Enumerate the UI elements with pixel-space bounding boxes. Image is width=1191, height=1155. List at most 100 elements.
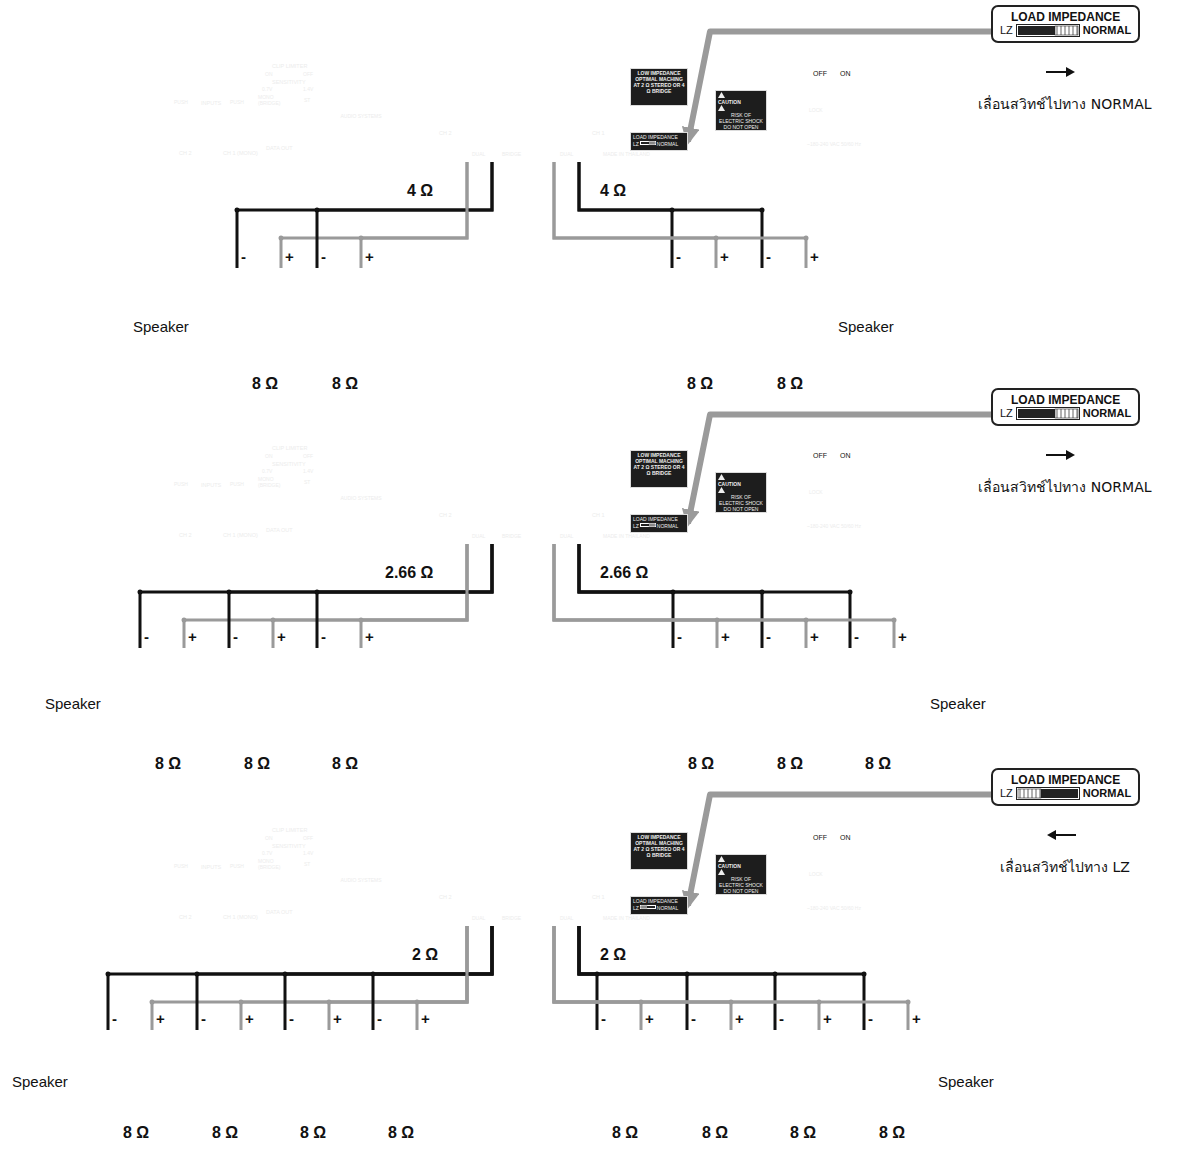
switch-position: NORMAL <box>1083 407 1131 420</box>
terminal-sign: + <box>720 249 729 265</box>
graphic <box>1019 789 1020 798</box>
panel-text: 1.4V <box>303 87 313 93</box>
switch-position: NORMAL <box>1083 24 1131 37</box>
negative-wire <box>285 926 492 1030</box>
negative-wire <box>229 544 492 648</box>
positive-wire <box>554 926 908 1030</box>
caution-text: RISK OF ELECTRIC SHOCK DO NOT OPEN <box>718 494 764 512</box>
terminal-sign: + <box>810 249 819 265</box>
speaker-illustration <box>231 269 300 373</box>
terminal-sign: + <box>421 1011 430 1027</box>
impedance-value: 4 Ω <box>600 182 626 200</box>
speaker-label: Speaker <box>930 695 986 712</box>
note-text: LOW IMPEDANCE OPTIMAL MACHING AT 2 Ω STE… <box>633 70 685 94</box>
switch-row: LZNORMAL <box>1000 407 1131 420</box>
panel-text: CLIP LIMITER <box>272 63 307 69</box>
panel-text: AUDIO SYSTEMS <box>339 114 383 120</box>
negative-wire <box>197 926 492 1030</box>
speaker-illustration <box>858 1031 927 1122</box>
panel-text: PUSH <box>230 864 244 870</box>
speaker-wire <box>554 926 911 1030</box>
switch-position: LZ <box>1000 24 1013 37</box>
panel-text: OFF <box>813 452 827 460</box>
panel-text: CH 1 <box>592 130 605 136</box>
panel-text: DUAL <box>560 534 573 540</box>
switch-title: LOAD IMPEDANCE <box>1000 393 1131 407</box>
graphic <box>718 869 725 875</box>
slide-switch <box>1016 24 1080 37</box>
graphic <box>1055 26 1078 35</box>
terminal-sign: - <box>677 629 682 645</box>
positive-wire <box>329 926 467 1030</box>
panel-text: ~180-240 VAC 50/60 Hz <box>807 906 861 912</box>
impedance-note-box: LOW IMPEDANCE OPTIMAL MACHING AT 2 Ω STE… <box>630 832 688 870</box>
panel-text: MADE IN THAILAND <box>603 152 650 158</box>
panel-text: DATA OUT <box>266 527 293 533</box>
panel-text: ST <box>304 480 310 486</box>
panel-text: OFF <box>303 72 313 78</box>
caution-row: CAUTION <box>718 856 764 876</box>
panel-text: CLIP LIMITER <box>272 445 307 451</box>
speaker-illustration <box>681 1031 750 1122</box>
terminal-sign: - <box>241 249 246 265</box>
speaker-cabinet: -+8 Ω <box>666 648 736 753</box>
graphic <box>639 523 656 528</box>
slide-switch <box>639 904 657 910</box>
switch-row: LZNORMAL <box>1000 787 1131 800</box>
load-impedance-switch: LOAD IMPEDANCELZNORMAL <box>630 514 688 533</box>
speaker-cabinet: -+8 Ω <box>366 1030 436 1122</box>
speaker-wire <box>554 544 897 648</box>
impedance-value: 8 Ω <box>133 755 203 773</box>
speaker-illustration <box>191 1031 260 1122</box>
amplifier-rear-panel: CLIP LIMITERONOFFSENSITIVITY0.7V1.4VMONO… <box>155 58 935 162</box>
negative-wire <box>579 162 762 268</box>
speaker-illustration <box>756 649 825 753</box>
speaker-illustration <box>310 268 380 373</box>
panel-text: CH 2 <box>439 894 452 900</box>
negative-wire <box>579 162 672 268</box>
panel-text: CH 2 <box>179 914 192 920</box>
graphic <box>1035 789 1036 798</box>
panel-text: ON <box>265 836 273 842</box>
switch-row: LZ NORMAL <box>1000 24 1131 37</box>
graphic <box>1056 26 1057 35</box>
positive-wire <box>554 926 819 1030</box>
instruction-text: เลื่อนสวิทช์ไปทาง NORMAL <box>978 93 1151 115</box>
terminal-sign: + <box>721 629 730 645</box>
speaker-wire <box>227 544 493 648</box>
direction-arrow <box>1046 67 1076 840</box>
speaker-illustration <box>310 648 380 753</box>
wire-junction <box>906 1000 911 1005</box>
instruction-text: เลื่อนสวิทช์ไปทาง LZ <box>1000 856 1130 878</box>
panel-text: 0.7V <box>262 851 272 857</box>
panel-text: CH 2 <box>439 130 452 136</box>
graphic <box>1018 409 1055 418</box>
wire-junction <box>271 618 276 623</box>
speaker-wire <box>554 926 644 1030</box>
switch-title: LOAD IMPEDANCE <box>1000 10 1131 24</box>
terminal-sign: + <box>333 1011 342 1027</box>
terminal-sign: - <box>766 629 771 645</box>
positive-wire <box>361 162 467 268</box>
panel-text: DUAL <box>472 916 485 922</box>
speaker-illustration <box>666 648 736 753</box>
speaker-illustration <box>755 648 825 753</box>
speaker-illustration <box>230 268 300 373</box>
speaker-illustration <box>665 268 735 373</box>
terminal-sign: + <box>898 629 907 645</box>
positive-wire <box>273 544 467 648</box>
impedance-value: 8 Ω <box>278 1124 348 1142</box>
panel-text: CLIP LIMITER <box>272 827 307 833</box>
panel-text: AUDIO SYSTEMS <box>339 878 383 884</box>
graphic <box>1072 26 1073 35</box>
panel-text: OFF <box>303 836 313 842</box>
positive-wire <box>152 926 467 1030</box>
panel-text: PUSH <box>230 100 244 106</box>
impedance-value: 2.66 Ω <box>600 564 648 582</box>
speaker-label: Speaker <box>45 695 101 712</box>
panel-text: DUAL <box>472 534 485 540</box>
graphic <box>1018 26 1055 35</box>
switch-title: LOAD IMPEDANCE <box>633 134 685 140</box>
speaker-cabinet: -+8 Ω <box>755 268 825 373</box>
positive-wire <box>554 544 806 648</box>
